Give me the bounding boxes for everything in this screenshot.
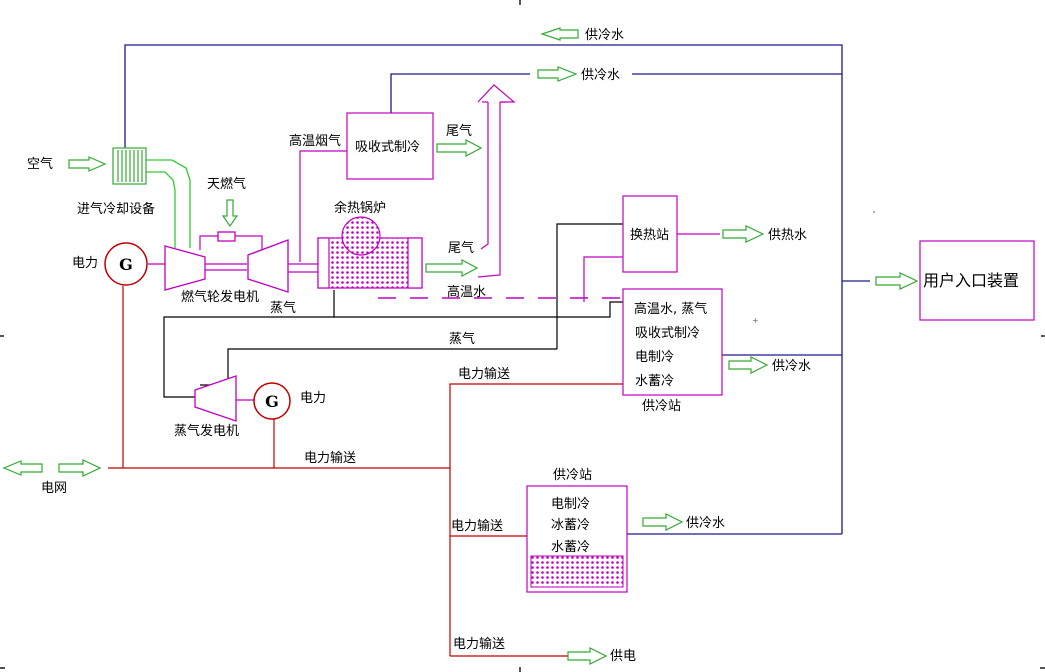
- stray-mark: +: [752, 316, 759, 325]
- label-gas-turbine: 燃气轮发电机: [181, 289, 259, 305]
- label-grid: 电网: [41, 481, 67, 496]
- label-heat-exchange-station: 换热站: [630, 228, 669, 243]
- air-intake-duct: [146, 159, 191, 248]
- label-exhaust-1: 尾气: [446, 123, 472, 139]
- label-cold-water-mid: 供冷水: [772, 359, 811, 374]
- heat-exchange-station-box: [622, 195, 678, 273]
- label-steam-generator: 蒸气发电机: [174, 423, 239, 439]
- label-station2-line1: 电制冷: [551, 497, 590, 512]
- generator-g-label: G: [265, 392, 279, 411]
- arrow-right-icon: [537, 66, 578, 82]
- label-heat-supply-water: 供热水: [768, 228, 807, 243]
- gas-turbine: [164, 231, 289, 293]
- absorption-chiller-box: [346, 112, 434, 180]
- label-station2-line2: 冰蓄冷: [551, 518, 590, 533]
- arrow-right-icon: [68, 156, 107, 172]
- label-absorption-chiller: 吸收式制冷: [355, 140, 420, 155]
- flow-arrows: [2, 27, 919, 665]
- label-power-transmission-1: 电力输送: [458, 366, 510, 382]
- label-cold-water-top-2: 供冷水: [581, 68, 620, 83]
- arrow-down-icon: [221, 199, 239, 228]
- label-station1-line2: 吸收式制冷: [635, 326, 700, 341]
- label-cold-water-bottom: 供冷水: [686, 516, 725, 531]
- arrow-left-icon: [540, 27, 579, 41]
- label-station1-line3: 电制冷: [635, 350, 674, 365]
- generator-steam: G: [253, 382, 291, 420]
- waste-heat-boiler: [317, 216, 423, 289]
- label-cold-water-top-1: 供冷水: [585, 28, 624, 43]
- arrow-right-icon: [425, 259, 479, 277]
- label-station1-name: 供冷站: [642, 399, 681, 414]
- cold-water-lines: [124, 44, 870, 535]
- process-lines: [148, 84, 720, 302]
- intake-cooling-unit: [112, 147, 147, 185]
- label-high-temp-flue-gas: 高温烟气: [289, 133, 341, 149]
- generator-gas: G: [104, 242, 148, 286]
- arrow-right-icon: [567, 647, 608, 665]
- label-steam-1: 蒸气: [270, 300, 296, 316]
- label-waste-heat-boiler: 余热锅炉: [334, 200, 386, 216]
- steam-turbine: [194, 375, 255, 422]
- label-station2-line3: 水蓄冷: [551, 540, 590, 555]
- label-station1-line1: 高温水, 蒸气: [634, 301, 707, 317]
- generator-g-label: G: [119, 255, 133, 274]
- steam-lines: [163, 223, 623, 398]
- label-station1-line4: 水蓄冷: [635, 374, 674, 389]
- label-natural-gas: 天燃气: [207, 176, 246, 192]
- arrow-right-icon: [436, 139, 483, 157]
- label-exhaust-2: 尾气: [448, 240, 474, 256]
- arrow-left-icon: [2, 460, 43, 476]
- arrow-right-icon: [642, 513, 684, 531]
- arrow-right-icon: [728, 356, 769, 374]
- arrow-right-icon: [58, 459, 102, 477]
- label-intake-cooling: 进气冷却设备: [77, 201, 155, 217]
- label-high-temp-water: 高温水: [447, 284, 486, 300]
- cold-station-1-box: [622, 288, 723, 396]
- label-electric-power-1: 电力: [72, 256, 98, 271]
- label-power-transmission-4: 电力输送: [453, 636, 505, 652]
- label-station2-name: 供冷站: [553, 468, 592, 483]
- electric-lines: [108, 286, 623, 657]
- label-electric-power-2: 电力: [300, 391, 326, 406]
- label-power-transmission-3: 电力输送: [451, 518, 503, 534]
- arrow-right-icon: [875, 272, 919, 290]
- label-steam-2: 蒸气: [449, 331, 475, 347]
- label-power-transmission-2: 电力输送: [304, 450, 356, 466]
- label-power-supply: 供电: [610, 649, 636, 664]
- stray-dot: [873, 211, 875, 213]
- label-air: 空气: [27, 156, 53, 172]
- label-user-inlet: 用户入口装置: [923, 271, 1019, 290]
- user-inlet-box: [919, 240, 1035, 321]
- ice-storage-tank: [530, 555, 624, 588]
- arrow-right-icon: [722, 225, 765, 243]
